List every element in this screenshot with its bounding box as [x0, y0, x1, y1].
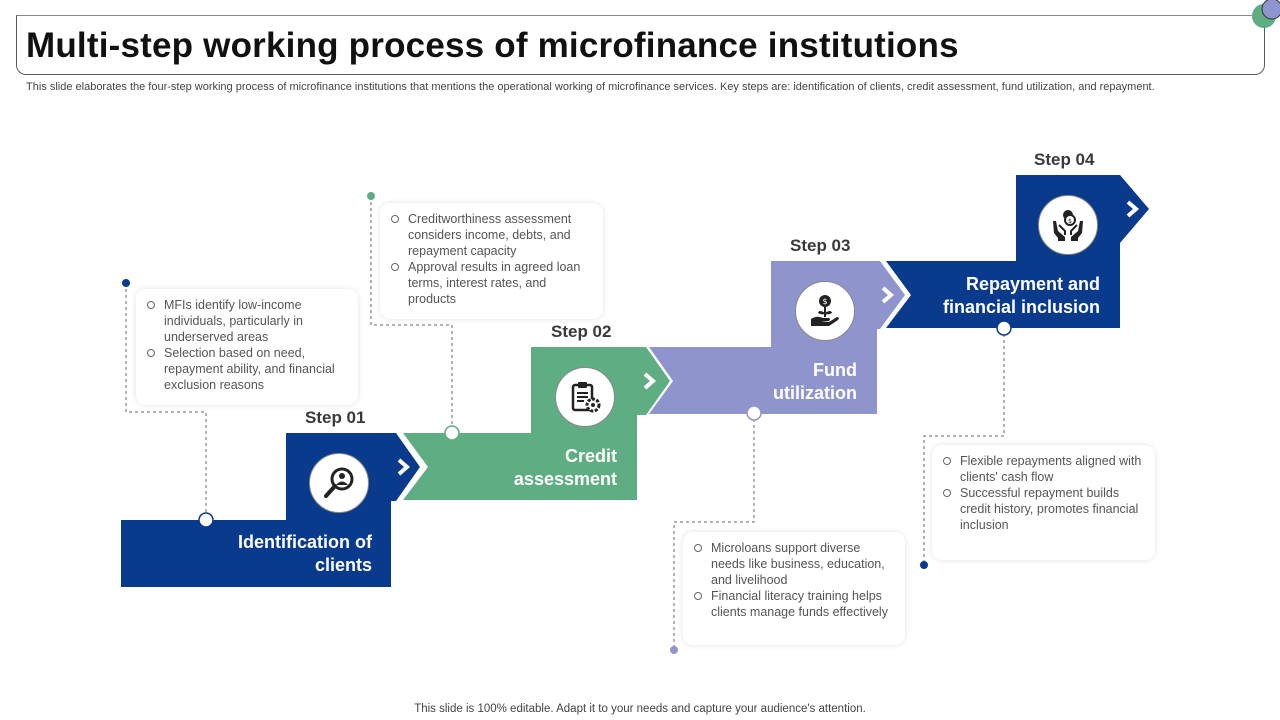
step-4-name: Repayment and financial inclusion: [942, 274, 1100, 317]
list-item: MFIs identify low-income individuals, pa…: [146, 297, 346, 345]
svg-text:$: $: [822, 297, 827, 306]
list-item: Microloans support diverse needs like bu…: [693, 540, 893, 588]
list-item: Flexible repayments aligned with clients…: [942, 453, 1143, 485]
connector-dot-step-1: [122, 279, 130, 287]
step-1-icon-circle: [309, 453, 369, 513]
step-2-label: Step 02: [551, 322, 612, 341]
hands-coins-icon: $: [1053, 210, 1083, 241]
title-frame: [16, 15, 1265, 75]
clipboard-gear-icon: [571, 382, 601, 413]
step-3-label: Step 03: [790, 236, 851, 255]
step-3-card: Microloans support diverse needs like bu…: [683, 532, 905, 645]
list-item: Financial literacy training helps client…: [693, 588, 893, 620]
step-1-name: Identification of clients: [238, 532, 372, 575]
node-step-4: [996, 320, 1012, 336]
page-footer: This slide is 100% editable. Adapt it to…: [414, 703, 866, 715]
node-step-2: [444, 425, 460, 441]
chevron-icon: [397, 458, 411, 476]
list-item: Successful repayment builds credit histo…: [942, 485, 1143, 533]
magnifier-person-icon: [324, 467, 354, 498]
chevron-icon: [881, 286, 895, 304]
list-item: Creditworthiness assessment considers in…: [390, 211, 591, 259]
connector-dot-step-4: [920, 561, 928, 569]
step-2-card: Creditworthiness assessment considers in…: [380, 203, 603, 319]
corner-decoration: [1252, 0, 1280, 28]
node-step-3: [746, 405, 762, 421]
connector-dot-step-3: [670, 646, 678, 654]
step-3-icon-circle: $: [795, 281, 855, 341]
step-4-label: Step 04: [1034, 150, 1095, 169]
page-title: Multi-step working process of microfinan…: [26, 26, 959, 65]
step-2-icon-circle: [555, 367, 615, 427]
svg-text:$: $: [1068, 218, 1072, 225]
page-subtitle: This slide elaborates the four-step work…: [26, 81, 1155, 93]
step-4-icon-circle: $: [1038, 195, 1098, 255]
step-4-card: Flexible repayments aligned with clients…: [932, 445, 1155, 560]
node-step-1: [198, 512, 214, 528]
chevron-icon: [643, 372, 657, 390]
step-2-name: Credit assessment: [513, 446, 617, 489]
step-1-label: Step 01: [305, 408, 366, 427]
connector-dot-step-2: [367, 192, 375, 200]
step-3-name: Fund utilization: [773, 360, 857, 403]
list-item: Approval results in agreed loan terms, i…: [390, 259, 591, 307]
hand-plant-coin-icon: $: [811, 295, 839, 326]
list-item: Selection based on need, repayment abili…: [146, 345, 346, 393]
chevron-icon: [1126, 200, 1140, 218]
step-1-card: MFIs identify low-income individuals, pa…: [136, 289, 358, 405]
